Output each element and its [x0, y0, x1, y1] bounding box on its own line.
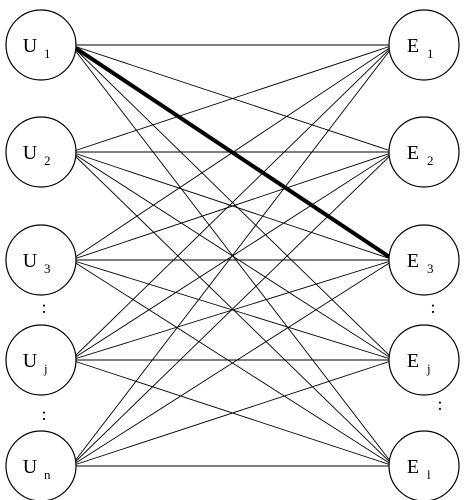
right-node-label: E — [407, 456, 419, 478]
right-ellipsis: : — [430, 297, 435, 317]
edges-layer — [69, 43, 396, 467]
right-ellipsis-lower: : — [437, 394, 442, 414]
edge — [70, 44, 395, 467]
right-node-circle — [388, 9, 460, 81]
right-node-label: E — [407, 35, 419, 57]
left-node-subscript: n — [44, 467, 51, 482]
edge — [70, 359, 395, 467]
left-node-label: U — [23, 350, 38, 372]
edge — [70, 151, 395, 261]
right-node-subscript: l — [427, 467, 431, 482]
left-node-subscript: 1 — [44, 46, 51, 61]
left-node-subscript: 3 — [44, 261, 51, 276]
left-node-circle — [5, 430, 77, 500]
right-node-circle — [388, 116, 460, 188]
edge — [70, 44, 395, 153]
right-node-circle — [388, 324, 460, 396]
right-node-circle — [388, 224, 460, 296]
left-node-circle — [5, 116, 77, 188]
left-node-label: U — [23, 142, 38, 164]
right-node-subscript: 3 — [427, 261, 434, 276]
left-ellipsis: : — [41, 297, 46, 317]
left-node-circle — [5, 324, 77, 396]
left-node-label: U — [23, 35, 38, 57]
ellipses-layer: :::: — [41, 297, 442, 424]
left-ellipsis-lower: : — [41, 404, 46, 424]
edge — [70, 259, 395, 361]
left-node-subscript: j — [43, 361, 48, 376]
edge — [70, 151, 395, 467]
left-node-circle — [5, 9, 77, 81]
edge — [70, 44, 395, 261]
edge — [70, 44, 395, 361]
right-node-subscript: 1 — [427, 46, 434, 61]
left-node-label: U — [23, 250, 38, 272]
left-node-circle — [5, 224, 77, 296]
right-node-circle — [388, 430, 460, 500]
right-node-subscript: 2 — [427, 153, 434, 168]
right-node-label: E — [407, 250, 419, 272]
right-node-label: E — [407, 350, 419, 372]
left-node-label: U — [23, 456, 38, 478]
left-node-subscript: 2 — [44, 153, 51, 168]
right-node-label: E — [407, 142, 419, 164]
right-node-subscript: j — [426, 361, 431, 376]
edge — [70, 259, 395, 467]
